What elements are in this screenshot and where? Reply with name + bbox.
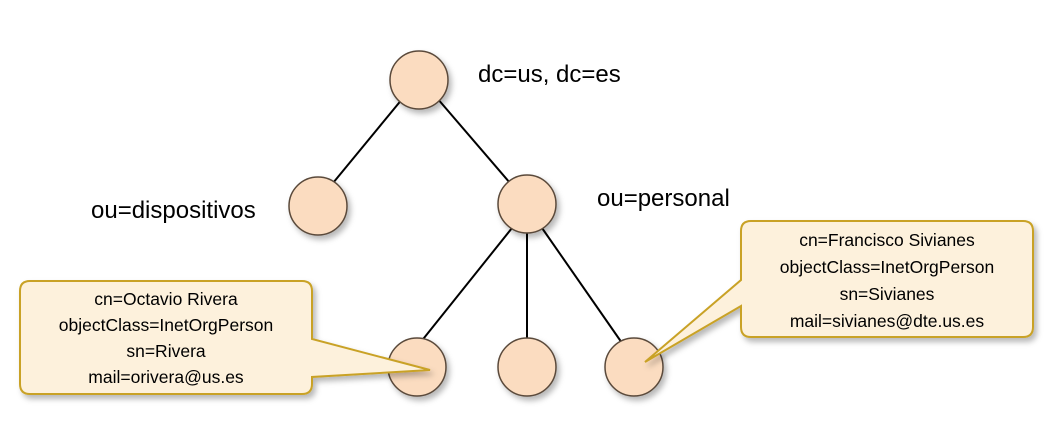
label-ou-personal: ou=personal xyxy=(597,185,730,212)
node-root xyxy=(389,50,449,110)
callout-octavio: cn=Octavio Rivera objectClass=InetOrgPer… xyxy=(19,280,431,395)
edge-root-dispositivos xyxy=(332,97,404,184)
tree-edges xyxy=(332,97,623,344)
callout-francisco-line-3: sn=Sivianes xyxy=(840,284,935,304)
node-leaf-3 xyxy=(604,337,664,397)
edge-root-personal xyxy=(436,97,511,184)
callout-octavio-line-2: objectClass=InetOrgPerson xyxy=(59,315,274,335)
edge-personal-leaf3 xyxy=(541,227,623,344)
node-ou-personal xyxy=(497,174,557,234)
callout-francisco-shape xyxy=(644,220,1034,363)
edge-personal-leaf1 xyxy=(419,227,513,344)
node-ou-dispositivos xyxy=(288,176,348,236)
callout-octavio-line-3: sn=Rivera xyxy=(126,341,206,361)
callout-octavio-shape xyxy=(19,280,431,395)
callout-francisco-line-1: cn=Francisco Sivianes xyxy=(799,230,975,250)
callout-francisco-line-2: objectClass=InetOrgPerson xyxy=(780,257,995,277)
node-leaf-2 xyxy=(497,337,557,397)
node-labels: dc=us, dc=es ou=dispositivos ou=personal xyxy=(91,61,730,224)
tree-nodes xyxy=(288,50,664,397)
callout-francisco: cn=Francisco Sivianes objectClass=InetOr… xyxy=(644,220,1034,363)
label-ou-dispositivos: ou=dispositivos xyxy=(91,197,256,224)
label-root: dc=us, dc=es xyxy=(478,61,621,88)
callout-octavio-line-4: mail=orivera@us.es xyxy=(88,367,244,387)
callout-octavio-line-1: cn=Octavio Rivera xyxy=(94,289,238,309)
callout-francisco-line-4: mail=sivianes@dte.us.es xyxy=(790,311,985,331)
